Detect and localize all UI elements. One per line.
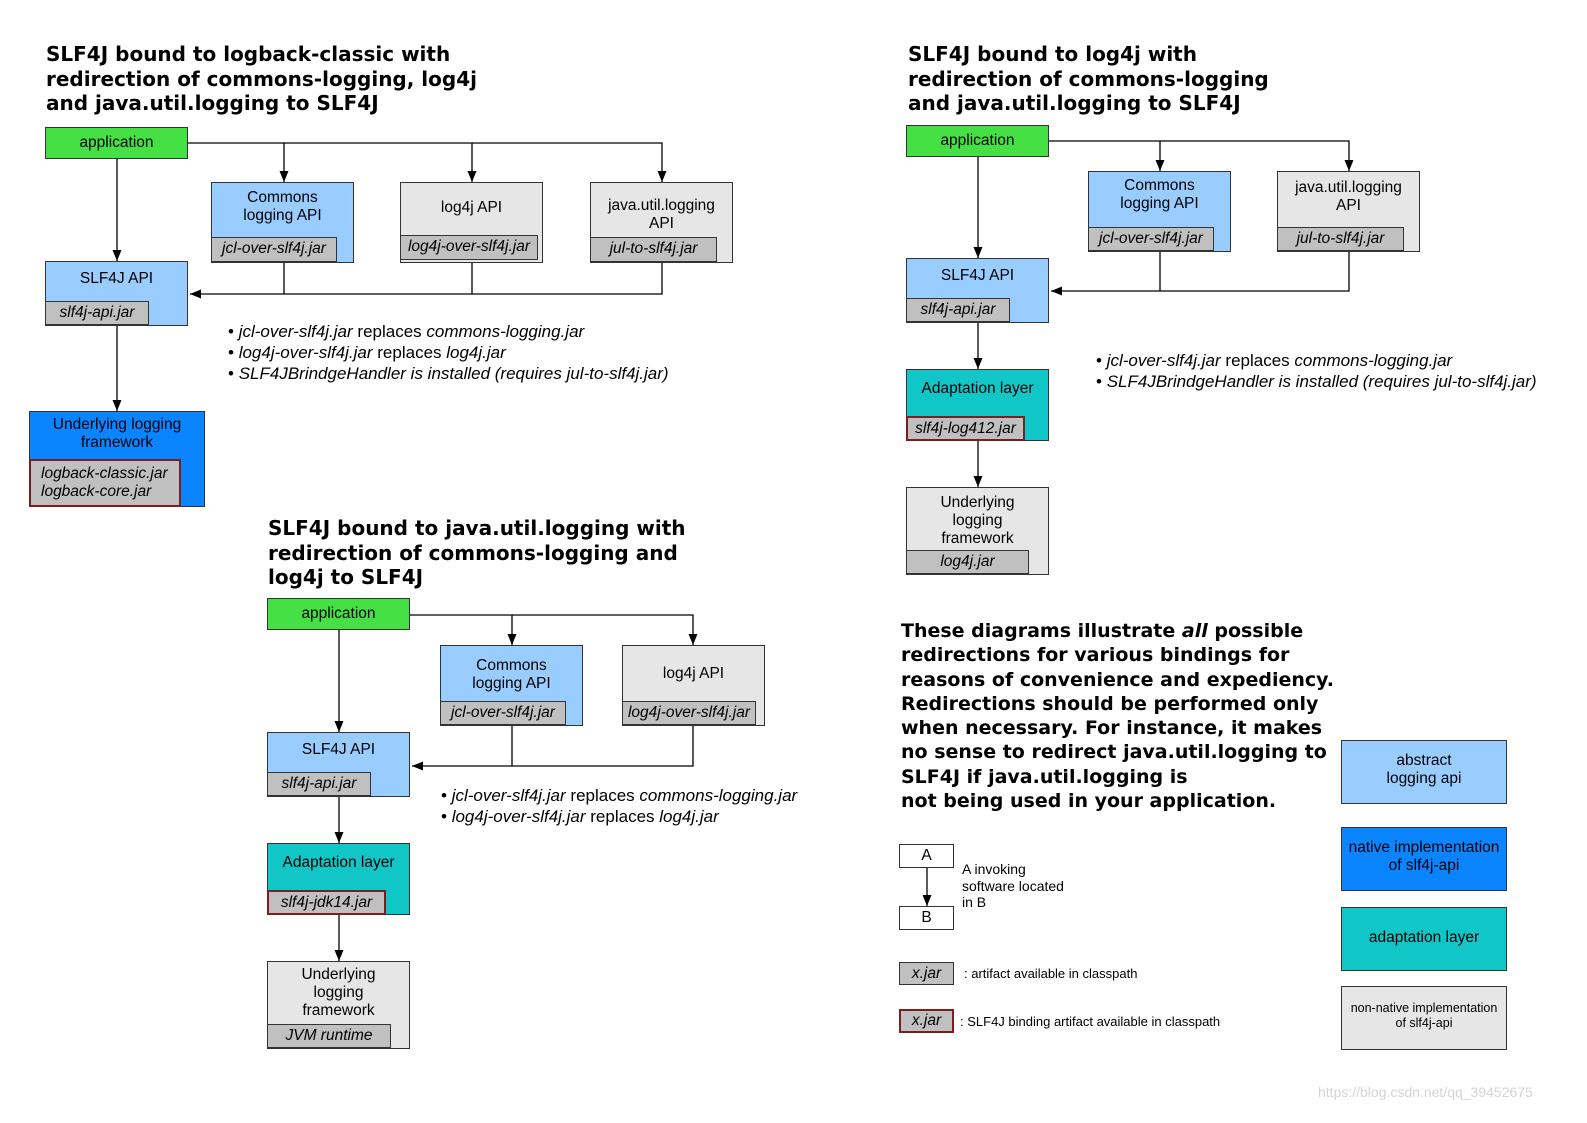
logback-jul-to-slf4j-jar: jul-to-slf4j.jar bbox=[590, 237, 717, 262]
edge-app-to-log4j bbox=[284, 142, 477, 182]
explanation-paragraph: These diagrams illustrate all possible r… bbox=[901, 620, 1334, 813]
legend-jar-text: : artifact available in classpath bbox=[964, 966, 1138, 981]
jul-diagram-title: SLF4J bound to java.util.logging with re… bbox=[268, 516, 686, 589]
log4j-binding-jar: slf4j-log412.jar bbox=[906, 416, 1025, 441]
note-item: • SLF4JBrindgeHandler is installed (requ… bbox=[228, 364, 669, 383]
log4j-jul-to-slf4j-jar: jul-to-slf4j.jar bbox=[1277, 227, 1404, 251]
legend-jar-sample: x.jar bbox=[899, 962, 954, 985]
jul-binding-jar: slf4j-jdk14.jar bbox=[267, 890, 386, 915]
legend-binding-text: : SLF4J binding artifact available in cl… bbox=[960, 1014, 1221, 1029]
logback-diagram-title: SLF4J bound to logback-classic with redi… bbox=[46, 42, 477, 115]
note-item: • jcl-over-slf4j.jar replaces commons-lo… bbox=[1096, 351, 1453, 370]
edge2-jul-to-slf4j bbox=[1051, 252, 1350, 296]
edge-app-to-jul bbox=[472, 142, 667, 182]
note-item: • log4j-over-slf4j.jar replaces log4j.ja… bbox=[228, 343, 506, 362]
logback-binding-jar: logback-classic.jar logback-core.jar bbox=[29, 459, 181, 507]
legend-abstract-api-swatch: abstract logging api bbox=[1341, 740, 1507, 804]
edge2-app-to-jul bbox=[1160, 140, 1354, 171]
legend-box-b: B bbox=[899, 906, 954, 930]
edge3-app-to-commons bbox=[410, 614, 517, 645]
jul-log4j-over-slf4j-jar: log4j-over-slf4j.jar bbox=[622, 701, 756, 725]
note-item: • jcl-over-slf4j.jar replaces commons-lo… bbox=[441, 786, 798, 805]
edge2-app-to-commons bbox=[1049, 140, 1165, 171]
legend-adaptation-layer-swatch: adaptation layer bbox=[1341, 907, 1507, 971]
logback-jcl-over-slf4j-jar: jcl-over-slf4j.jar bbox=[211, 237, 337, 262]
note-item: • SLF4JBrindgeHandler is installed (requ… bbox=[1096, 372, 1537, 391]
note-item: • log4j-over-slf4j.jar replaces log4j.ja… bbox=[441, 807, 719, 826]
edge3-app-to-log4j bbox=[512, 614, 698, 645]
jul-notes: • jcl-over-slf4j.jar replaces commons-lo… bbox=[441, 785, 797, 827]
logback-log4j-over-slf4j-jar: log4j-over-slf4j.jar bbox=[400, 235, 538, 260]
jul-underlying-jar: JVM runtime bbox=[267, 1024, 391, 1048]
jul-application-box: application bbox=[267, 598, 410, 630]
legend-box-a: A bbox=[899, 844, 954, 868]
legend-native-impl-swatch: native implementation of slf4j-api bbox=[1341, 827, 1507, 891]
watermark: https://blog.csdn.net/qq_39452675 bbox=[1318, 1084, 1533, 1100]
edge-jul-to-slf4j bbox=[190, 263, 663, 299]
log4j-underlying-jar: log4j.jar bbox=[906, 550, 1029, 574]
legend-binding-sample: x.jar bbox=[899, 1009, 954, 1033]
jul-slf4j-api-jar: slf4j-api.jar bbox=[267, 772, 371, 796]
jul-jcl-over-slf4j-jar: jcl-over-slf4j.jar bbox=[440, 701, 566, 725]
log4j-application-box: application bbox=[906, 125, 1049, 157]
log4j-diagram-title: SLF4J bound to log4j with redirection of… bbox=[908, 42, 1269, 115]
logback-application-box: application bbox=[45, 127, 188, 159]
log4j-slf4j-api-jar: slf4j-api.jar bbox=[906, 298, 1010, 322]
edge3-log4j-to-slf4j bbox=[412, 726, 694, 771]
log4j-jcl-over-slf4j-jar: jcl-over-slf4j.jar bbox=[1088, 227, 1214, 251]
logback-slf4j-api-jar: slf4j-api.jar bbox=[45, 301, 149, 325]
logback-notes: • jcl-over-slf4j.jar replaces commons-lo… bbox=[228, 321, 669, 384]
legend-non-native-swatch: non-native implementation of slf4j-api bbox=[1341, 986, 1507, 1050]
edge-app-to-commons bbox=[188, 142, 289, 182]
log4j-notes: • jcl-over-slf4j.jar replaces commons-lo… bbox=[1096, 350, 1537, 392]
legend-invoke-text: A invoking software located in B bbox=[962, 861, 1064, 910]
note-item: • jcl-over-slf4j.jar replaces commons-lo… bbox=[228, 322, 585, 341]
